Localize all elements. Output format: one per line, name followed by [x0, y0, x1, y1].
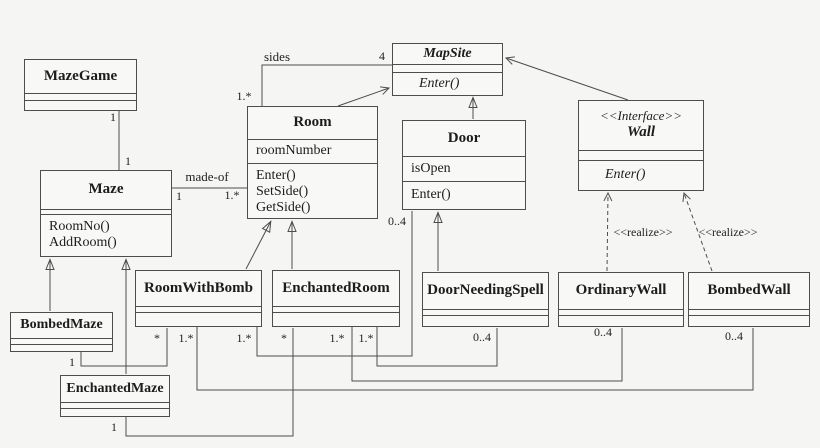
class-mazegame: MazeGame — [24, 59, 137, 111]
class-attributes — [11, 339, 112, 345]
realize-label: <<realize>> — [698, 225, 758, 239]
class-methods: RoomNo() AddRoom() — [41, 215, 171, 256]
class-attributes — [689, 310, 809, 316]
class-ordinarywall: OrdinaryWall — [558, 272, 684, 327]
class-methods: Enter() — [579, 161, 703, 190]
class-enchantedmaze: EnchantedMaze — [60, 375, 170, 417]
method: Enter() — [419, 76, 460, 91]
class-title: MazeGame — [25, 60, 136, 94]
multiplicity-label: 1 — [176, 189, 182, 203]
attribute: isOpen — [411, 161, 451, 176]
class-wall: <<Interface>> Wall Enter() — [578, 100, 704, 191]
class-methods: Enter() — [393, 73, 502, 95]
realize-ordinarywall-wall-line — [603, 191, 613, 272]
assoc-enchantedroom-doorneedingspell-line — [376, 327, 498, 367]
class-door: Door isOpen Enter() — [402, 120, 526, 210]
multiplicity-label: 1.* — [329, 331, 345, 345]
class-title: EnchantedRoom — [273, 271, 399, 307]
assoc-roomwithbomb-bombedwall-line — [196, 327, 754, 391]
method: GetSide() — [256, 200, 311, 215]
multiplicity-label: 1.* — [178, 331, 194, 345]
method: RoomNo() — [49, 219, 110, 234]
class-attributes — [41, 210, 171, 215]
class-attributes: isOpen — [403, 157, 525, 182]
class-methods — [559, 316, 683, 326]
gen-room-mapsite-line — [337, 86, 391, 107]
class-name: Wall — [626, 124, 656, 141]
class-stereotype: <<Interface>> — [599, 108, 682, 124]
class-title: BombedMaze — [11, 313, 112, 339]
class-methods — [273, 313, 399, 326]
class-methods — [689, 316, 809, 326]
multiplicity-label: 1 — [125, 154, 131, 168]
method: Enter() — [256, 168, 296, 183]
gen-roomwithbomb-room-line — [245, 220, 272, 270]
multiplicity-label: * — [154, 331, 160, 345]
class-attributes: roomNumber — [248, 140, 377, 164]
realize-label: <<realize>> — [613, 225, 673, 239]
class-title: Door — [403, 121, 525, 157]
assoc-roomwithbomb-door-line — [256, 211, 413, 357]
class-title: Room — [248, 107, 377, 140]
class-mapsite: MapSite Enter() — [392, 43, 503, 96]
class-methods — [25, 101, 136, 110]
class-methods — [61, 409, 169, 416]
class-attributes — [579, 151, 703, 161]
method: AddRoom() — [49, 235, 117, 250]
multiplicity-label: 1 — [69, 355, 75, 369]
class-methods: Enter() — [403, 182, 525, 209]
multiplicity-label: 1.* — [224, 188, 240, 202]
multiplicity-label: * — [281, 331, 287, 345]
class-bombedwall: BombedWall — [688, 272, 810, 327]
association-name-label: sides — [264, 49, 290, 64]
class-methods — [11, 345, 112, 351]
class-room: Room roomNumber Enter() SetSide() GetSid… — [247, 106, 378, 219]
class-methods: Enter() SetSide() GetSide() — [248, 164, 377, 218]
class-title: EnchantedMaze — [61, 376, 169, 403]
multiplicity-label: 1.* — [236, 89, 252, 103]
multiplicity-label: 0..4 — [473, 330, 491, 344]
class-attributes — [559, 310, 683, 316]
method: Enter() — [411, 187, 451, 202]
class-methods — [136, 313, 261, 326]
multiplicity-label: 1.* — [236, 331, 252, 345]
class-title: DoorNeedingSpell — [423, 273, 548, 310]
multiplicity-label: 0..4 — [388, 214, 406, 228]
association-name-label: made-of — [185, 169, 229, 184]
class-bombedmaze: BombedMaze — [10, 312, 113, 352]
assoc-enchantedroom-ordinarywall-line — [351, 327, 623, 382]
multiplicity-label: 1 — [111, 420, 117, 434]
multiplicity-label: 0..4 — [725, 329, 743, 343]
class-roomwithbomb: RoomWithBomb — [135, 270, 262, 327]
multiplicity-label: 1 — [110, 110, 116, 124]
class-maze: Maze RoomNo() AddRoom() — [40, 170, 172, 257]
class-title: OrdinaryWall — [559, 273, 683, 310]
class-title: BombedWall — [689, 273, 809, 310]
class-attributes — [61, 403, 169, 409]
assoc-enchantedmaze-enchantedroom-line — [125, 328, 294, 437]
multiplicity-label: 1.* — [358, 331, 374, 345]
gen-wall-mapsite-line — [504, 56, 629, 101]
class-attributes — [136, 307, 261, 313]
class-title: RoomWithBomb — [136, 271, 261, 307]
attribute: roomNumber — [256, 143, 332, 158]
class-methods — [423, 316, 548, 326]
class-attributes — [423, 310, 548, 316]
class-enchantedroom: EnchantedRoom — [272, 270, 400, 327]
class-doorneedingspell: DoorNeedingSpell — [422, 272, 549, 327]
multiplicity-label: 4 — [379, 49, 385, 63]
method: SetSide() — [256, 184, 309, 199]
class-attributes — [393, 65, 502, 73]
class-title: <<Interface>> Wall — [579, 101, 703, 151]
class-title: Maze — [41, 171, 171, 210]
assoc-room-mapsite-sides-line — [261, 64, 392, 107]
class-title: MapSite — [393, 44, 502, 65]
multiplicity-label: 0..4 — [594, 325, 612, 339]
class-attributes — [273, 307, 399, 313]
class-attributes — [25, 94, 136, 101]
method: Enter() — [605, 167, 646, 182]
assoc-bombedmaze-roomwithbomb-line — [80, 328, 168, 367]
